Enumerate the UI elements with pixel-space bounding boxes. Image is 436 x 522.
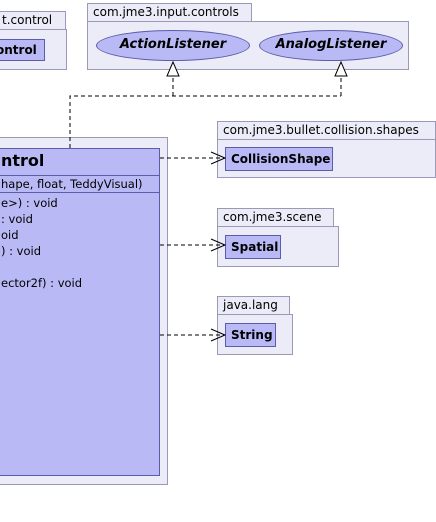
package-tab-input-controls: com.jme3.input.controls	[87, 3, 252, 22]
method-row: ector2f) : void	[1, 276, 83, 290]
main-class-title: ntrol	[0, 149, 159, 176]
package-tab-collision-shapes: com.jme3.bullet.collision.shapes	[217, 121, 436, 140]
class-main-control[interactable]: ntrol hape, float, TeddyVisual) e>) : vo…	[0, 148, 160, 476]
dependency-arrowhead	[210, 151, 227, 165]
method-row: oid	[1, 228, 19, 242]
method-row: ) : void	[1, 244, 42, 258]
main-class-constructor: hape, float, TeddyVisual)	[0, 176, 159, 193]
class-spatial[interactable]: Spatial	[225, 235, 281, 259]
dependency-arrowhead	[210, 328, 227, 342]
realization-arrowhead	[166, 60, 180, 77]
class-control[interactable]: ontrol	[0, 39, 45, 61]
method-row: : void	[1, 212, 33, 226]
realization-arrowhead	[334, 60, 348, 77]
class-collision-shape[interactable]: CollisionShape	[225, 147, 333, 171]
package-tab-scene: com.jme3.scene	[217, 208, 334, 227]
interface-action-listener[interactable]: ActionListener	[96, 30, 250, 61]
dependency-arrowhead	[210, 238, 227, 252]
interface-analog-listener[interactable]: AnalogListener	[259, 30, 403, 61]
method-row: e>) : void	[1, 196, 58, 210]
main-class-methods: e>) : void : void oid ) : void ector2f) …	[0, 193, 159, 291]
realization-edge	[69, 95, 341, 148]
